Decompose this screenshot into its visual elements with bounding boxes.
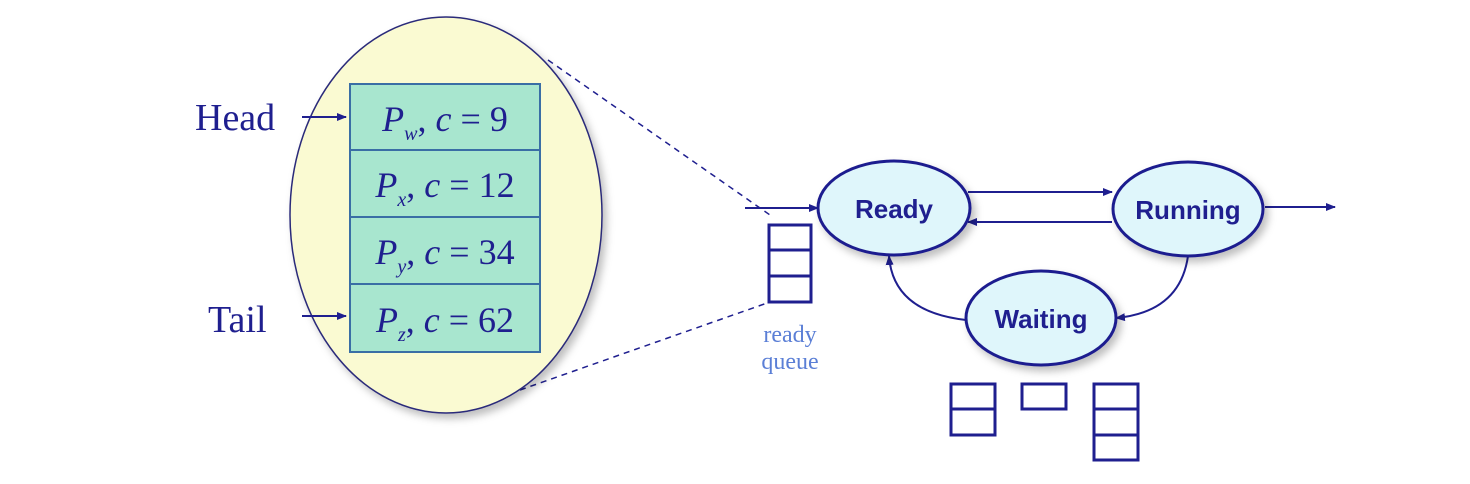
process-cell — [349, 283, 541, 353]
state-running — [1111, 160, 1265, 258]
head-label: Head — [195, 97, 275, 139]
ready-queue-stack — [767, 223, 813, 304]
ready-queue-label-line2: queue — [761, 349, 818, 375]
ready-queue-label-line1: ready — [763, 322, 816, 348]
process-formula: Pw, c = 9 — [381, 99, 508, 145]
process-list: Pw, c = 9 Px, c = 12 Py, c = 34 Pz, c = … — [349, 83, 541, 353]
zoom-line-bottom — [519, 301, 771, 391]
process-formula: Pz, c = 62 — [375, 300, 514, 346]
state-ready — [816, 159, 972, 257]
arrow-waiting-to-ready — [885, 255, 967, 321]
waiting-queue-stack-2 — [1020, 382, 1068, 411]
tail-label: Tail — [208, 299, 267, 341]
process-formula: Py, c = 34 — [374, 232, 514, 278]
waiting-queue-stack-3 — [1092, 382, 1140, 462]
process-formula: Px, c = 12 — [374, 165, 514, 211]
state-waiting — [964, 269, 1118, 367]
process-cell — [349, 83, 541, 151]
arrow-running-to-waiting — [1115, 255, 1189, 322]
zoom-line-top — [547, 59, 771, 216]
state-waiting-label: Waiting — [995, 304, 1088, 334]
state-ready-label: Ready — [855, 194, 934, 224]
state-running-label: Running — [1135, 195, 1240, 225]
process-cell — [349, 216, 541, 285]
waiting-queue-stack-1 — [949, 382, 997, 437]
